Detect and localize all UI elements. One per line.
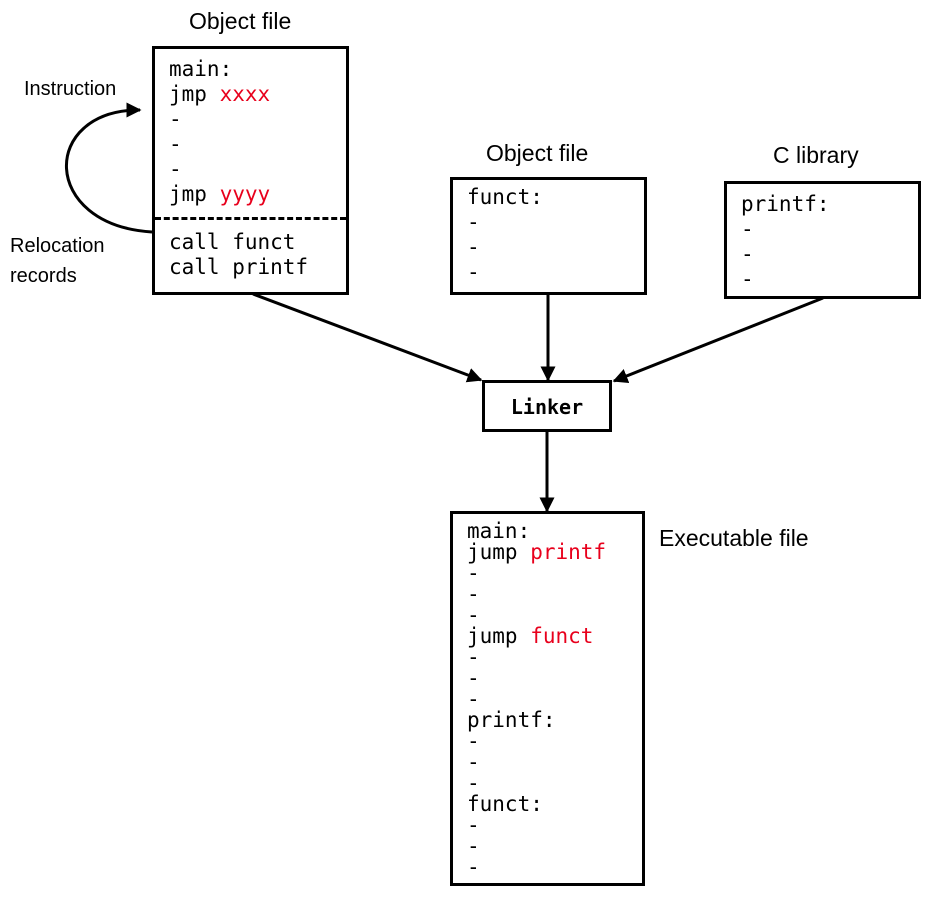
exe-dash: - [467,687,480,711]
instruction-label: Instruction [24,78,117,100]
obj2-dash: - [467,235,480,259]
exe-dash: - [467,729,480,753]
jump-keyword: jump [467,540,531,564]
obj2-dash: - [467,210,480,234]
exe-box: main: jump printf - - - jump funct - - -… [450,511,645,886]
exe-title: Executable file [659,525,809,551]
jump-keyword: jump [467,624,531,648]
relocation-divider [155,217,346,220]
obj2-funct-label: funct: [467,185,543,209]
linker-box: Linker [482,380,612,432]
obj1-call-printf: call printf [169,255,309,279]
clib-dash: - [741,217,754,241]
obj1-jmp-line-2: jmp yyyy [169,182,270,206]
exe-jump-funct: jump funct [467,624,593,648]
obj1-call-funct: call funct [169,230,296,254]
obj1-box: main: jmp xxxx - - - jmp yyyy call funct… [152,46,349,295]
exe-dash: - [467,771,480,795]
exe-dash: - [467,834,480,858]
obj2-title: Object file [486,140,589,166]
jump-target-funct: funct [530,624,594,648]
exe-dash: - [467,750,480,774]
obj1-main-label: main: [169,57,233,81]
obj2-dash: - [467,260,480,284]
clib-printf-label: printf: [741,192,830,216]
exe-printf-label: printf: [467,708,556,732]
exe-dash: - [467,645,480,669]
obj2-box: funct: - - - [450,177,647,295]
obj1-dash: - [169,107,182,131]
exe-dash: - [467,582,480,606]
exe-dash: - [467,666,480,690]
exe-funct-label: funct: [467,792,543,816]
jmp-target-yyyy: yyyy [219,182,271,206]
jmp-keyword: jmp [169,82,220,106]
exe-main-label: main: [467,519,531,543]
jmp-keyword: jmp [169,182,220,206]
relocation-curve-arrow [64,102,153,234]
relocation-label-line1: Relocation [10,235,105,257]
obj1-dash: - [169,157,182,181]
exe-dash: - [467,813,480,837]
obj1-dash: - [169,132,182,156]
obj1-to-linker-arrow [252,292,483,383]
clib-dash: - [741,242,754,266]
clib-title: C library [773,142,859,168]
relocation-label-line2: records [10,265,77,287]
linker-label: Linker [510,395,584,419]
exe-dash: - [467,603,480,627]
obj1-jmp-line-1: jmp xxxx [169,82,270,106]
exe-jump-printf: jump printf [467,540,606,564]
exe-dash: - [467,561,480,585]
jump-target-printf: printf [530,540,607,564]
clib-to-linker-arrow [612,296,824,383]
jmp-target-xxxx: xxxx [219,82,271,106]
obj1-title: Object file [189,8,292,34]
exe-dash: - [467,855,480,879]
clib-box: printf: - - - [724,181,921,299]
clib-dash: - [741,267,754,291]
